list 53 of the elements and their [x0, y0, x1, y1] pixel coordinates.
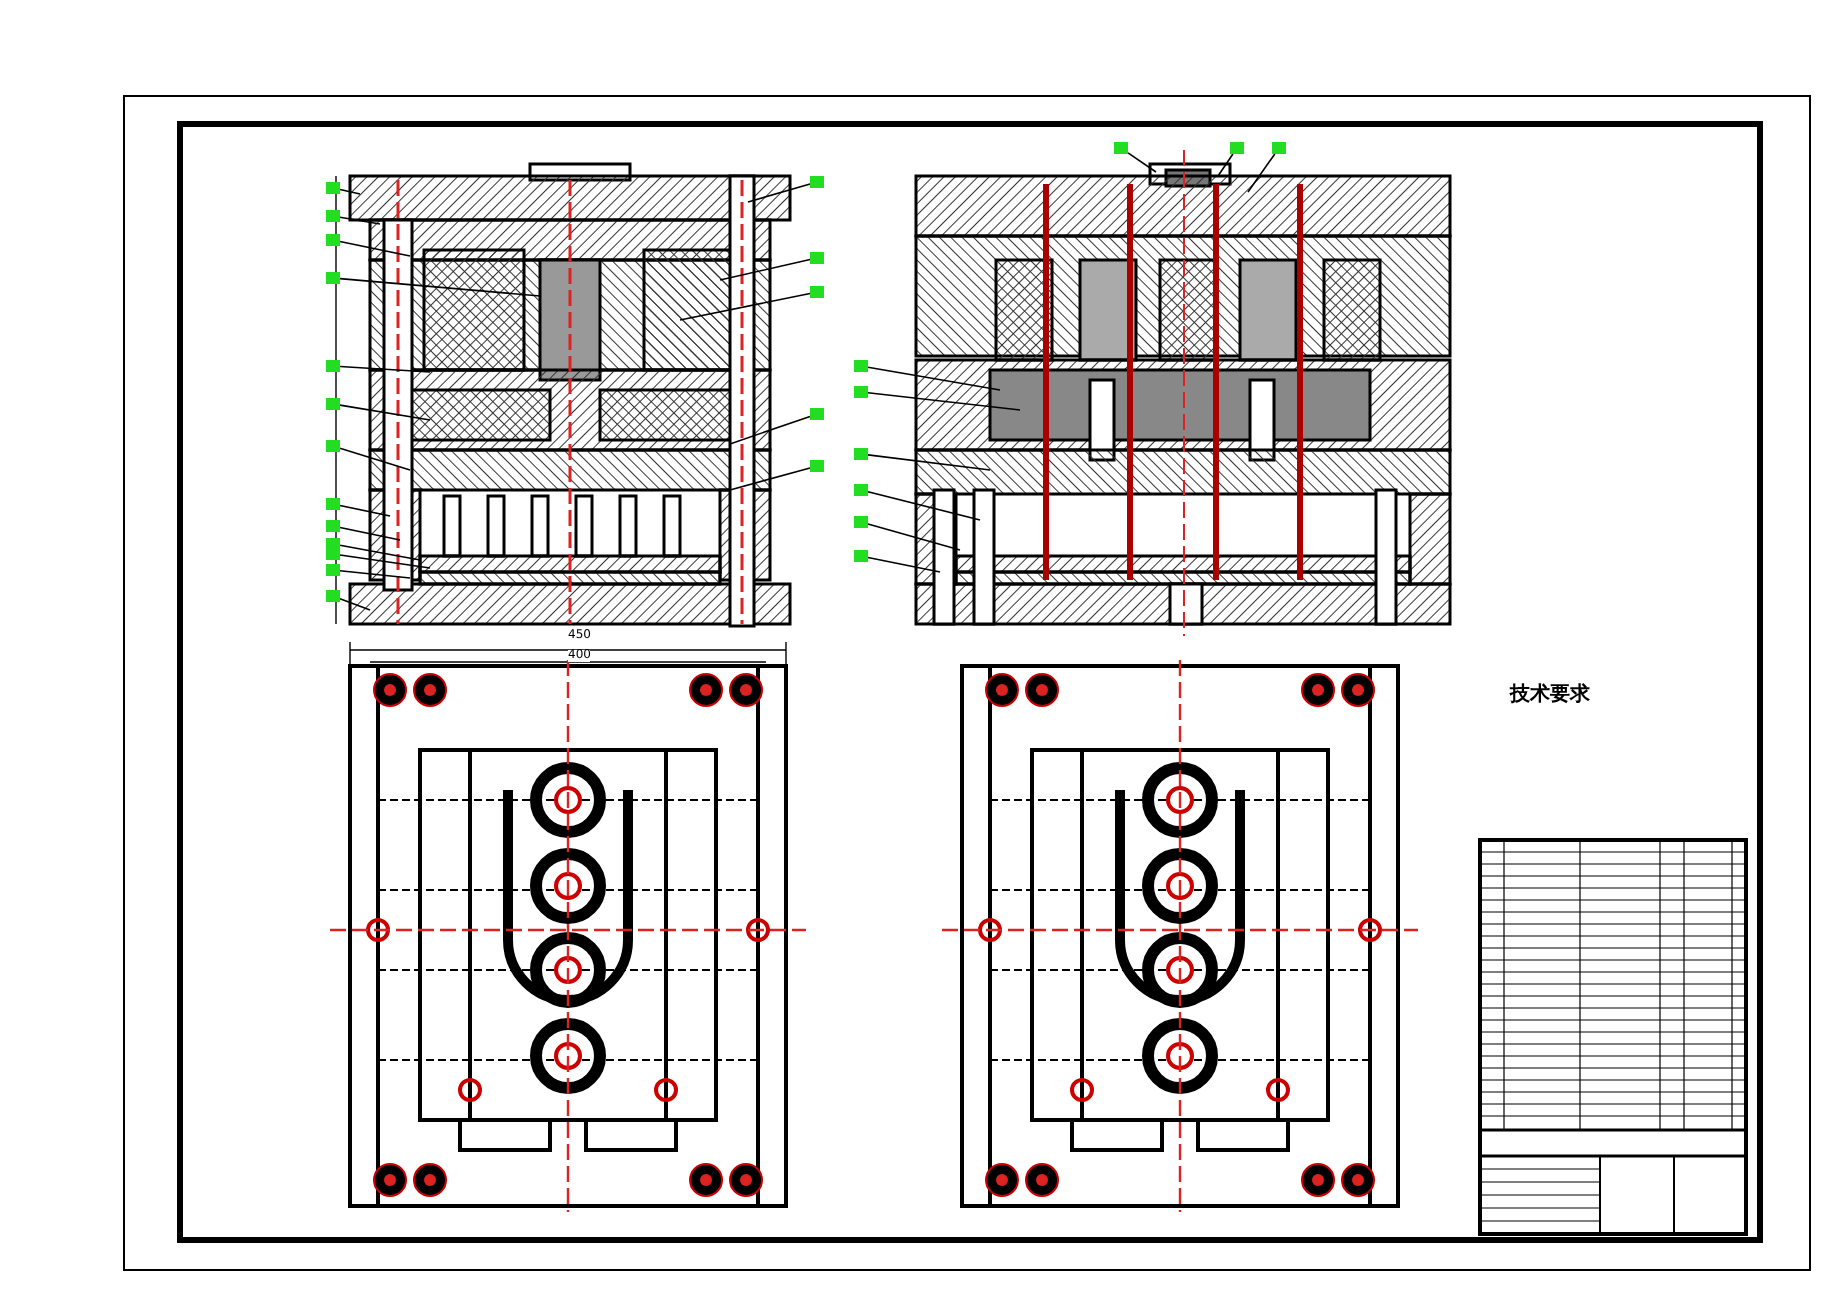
leader-line	[719, 258, 811, 281]
callout-marker	[326, 440, 340, 452]
leader-line	[339, 526, 401, 541]
leader-line	[339, 240, 411, 257]
callout-marker	[326, 272, 340, 284]
callout-marker	[326, 520, 340, 532]
callout-marker	[326, 548, 340, 560]
leader-line	[339, 277, 541, 297]
leader-line	[729, 467, 811, 491]
leader-line	[339, 597, 371, 611]
leader-line	[339, 216, 381, 225]
callout-marker	[810, 408, 824, 420]
leader-line	[867, 366, 1001, 391]
leader-line	[339, 569, 411, 579]
leader-line	[339, 447, 411, 471]
callout-marker	[326, 590, 340, 602]
note-heading: 技术要求	[1510, 686, 1590, 706]
callout-marker	[1114, 142, 1128, 154]
leader-line	[867, 556, 941, 573]
callout-marker	[854, 448, 868, 460]
callout-marker	[854, 360, 868, 372]
callout-marker	[326, 210, 340, 222]
leader-line	[867, 392, 1021, 411]
callout-marker	[810, 460, 824, 472]
leader-line	[1247, 153, 1276, 193]
leader-line	[867, 490, 981, 521]
leader-line	[867, 523, 961, 551]
callout-marker	[810, 176, 824, 188]
callout-marker	[326, 360, 340, 372]
callout-marker	[810, 286, 824, 298]
callout-marker	[326, 498, 340, 510]
callout-marker	[326, 398, 340, 410]
callout-marker	[854, 386, 868, 398]
callout-marker	[326, 234, 340, 246]
leader-line	[729, 415, 811, 445]
leader-line	[1127, 152, 1157, 173]
leader-line	[339, 365, 431, 373]
leader-line	[679, 292, 811, 321]
callout-marker	[326, 564, 340, 576]
leader-line	[339, 544, 421, 561]
callout-marker	[326, 182, 340, 194]
callout-marker	[854, 516, 868, 528]
leader-line	[339, 404, 431, 421]
callout-marker	[1230, 142, 1244, 154]
leader-line	[339, 504, 391, 517]
callout-marker	[1272, 142, 1286, 154]
leader-line	[867, 454, 991, 471]
leader-line	[1217, 153, 1234, 177]
leader-line	[339, 188, 361, 195]
callout-marker	[854, 484, 868, 496]
leader-line	[339, 554, 431, 569]
callout-marker	[854, 550, 868, 562]
callout-marker	[810, 252, 824, 264]
